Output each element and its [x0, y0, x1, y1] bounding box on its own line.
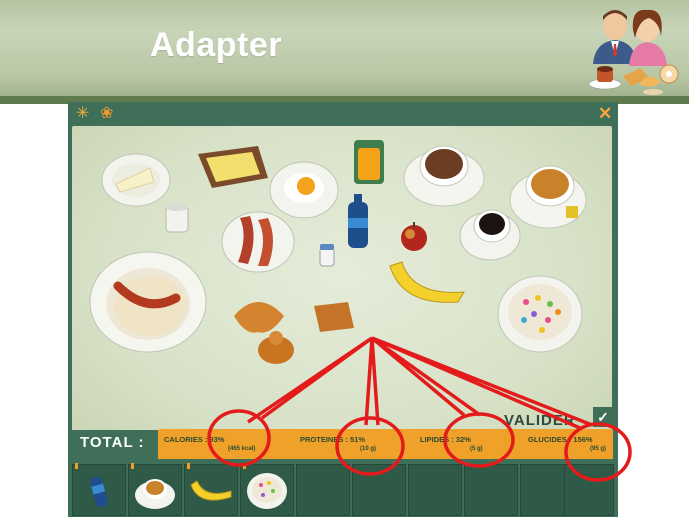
tray-slot[interactable] — [352, 464, 406, 516]
banana[interactable] — [389, 261, 465, 303]
flower-icon[interactable]: ❀ — [100, 105, 114, 122]
glucides-sub: (95 g) — [590, 446, 607, 452]
tray-slot[interactable] — [128, 463, 182, 516]
tray-slot[interactable] — [408, 464, 462, 516]
beans-and-sausage-plate[interactable] — [89, 251, 207, 353]
coffee-cup[interactable] — [459, 209, 521, 261]
cheese-plate[interactable] — [101, 153, 171, 207]
header-band — [0, 0, 689, 102]
header-divider — [0, 96, 689, 104]
tray-slot[interactable] — [296, 464, 350, 516]
banana-icon — [190, 480, 232, 501]
tray-slot[interactable] — [564, 464, 614, 516]
page-title: Adapter — [150, 26, 282, 64]
cereal-bowl-icon — [247, 473, 287, 509]
calories-sub: (465 kcal) — [228, 446, 256, 452]
tray-slot[interactable] — [464, 464, 518, 516]
toast-with-butter[interactable] — [198, 146, 268, 188]
water-bottle-icon — [90, 476, 108, 508]
yogurt[interactable] — [165, 203, 189, 233]
glucides-value: GLUCIDES : 156% — [528, 435, 593, 444]
valider-button[interactable]: VALIDER — [504, 412, 576, 429]
lipides-value: LIPIDES : 32% — [420, 435, 471, 444]
proteines-sub: (10 g) — [360, 446, 377, 452]
close-icon[interactable]: ✕ — [598, 104, 613, 123]
calories-value: CALORIES : 93% — [164, 435, 225, 444]
bacon-plate[interactable] — [221, 211, 295, 273]
food-board — [72, 126, 612, 454]
family-breakfast-icon — [588, 9, 679, 95]
tea-cup-icon — [135, 479, 175, 509]
cup-of-tea[interactable] — [509, 165, 587, 229]
water-bottle[interactable] — [348, 194, 368, 248]
proteines-value: PROTEINES : 51% — [300, 435, 366, 444]
lipides-sub: (5 g) — [470, 446, 483, 452]
fried-egg[interactable] — [269, 161, 339, 219]
apple[interactable] — [401, 222, 427, 251]
salt-shaker[interactable] — [319, 244, 335, 267]
cup-of-chocolate[interactable] — [403, 145, 485, 207]
tray-slot[interactable] — [72, 463, 126, 516]
brioche[interactable] — [258, 331, 294, 364]
tray-slot[interactable] — [240, 463, 294, 516]
pain-au-chocolat[interactable] — [314, 302, 354, 332]
total-label: TOTAL : — [80, 434, 145, 451]
cereal-bowl[interactable] — [497, 275, 583, 353]
food-items — [89, 140, 587, 364]
croissant[interactable] — [234, 302, 284, 333]
nutrient-bar — [158, 429, 613, 461]
orange-juice[interactable] — [354, 140, 384, 184]
check-icon[interactable]: ✓ — [593, 407, 613, 427]
tray-slot[interactable] — [184, 463, 238, 516]
game-frame: ✳ ❀ ✕ — [68, 102, 618, 517]
star-icon[interactable]: ✳ — [76, 105, 90, 122]
